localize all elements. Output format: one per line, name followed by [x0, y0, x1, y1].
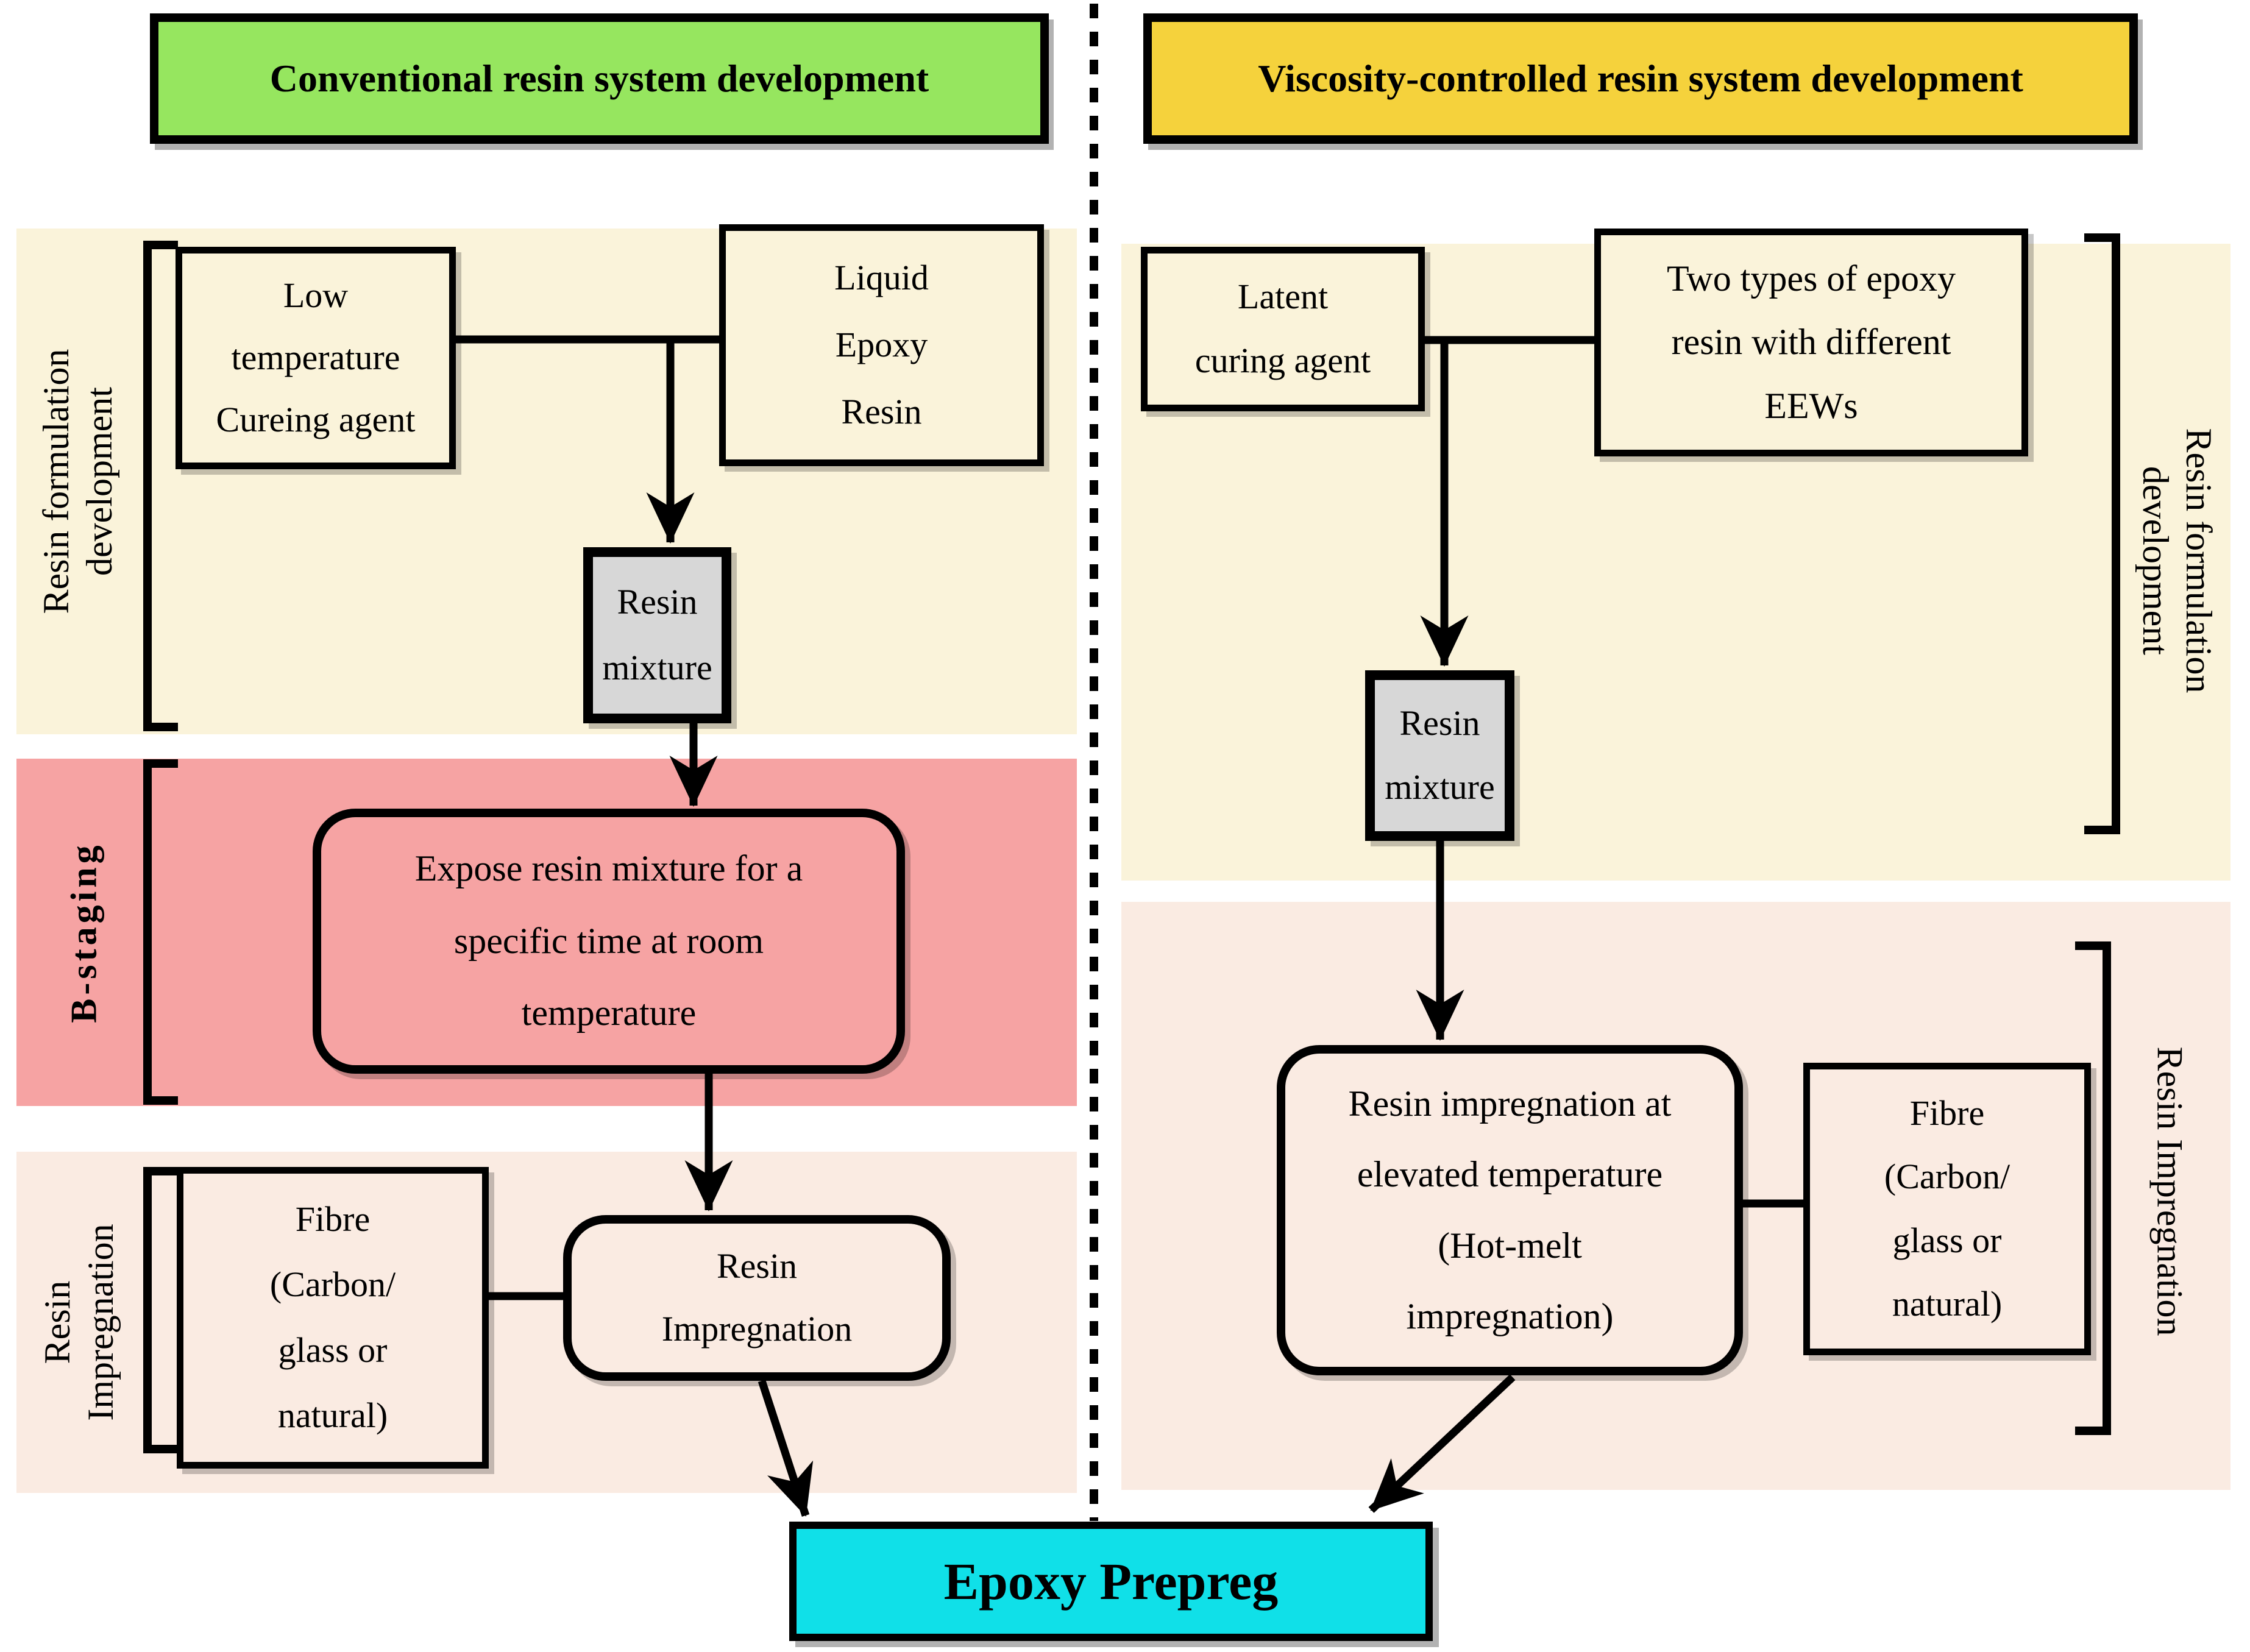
left-fibre-box: Fibre (Carbon/ glass or natural) — [177, 1167, 489, 1469]
left-formulation-label-line: development — [79, 387, 119, 576]
right-fibre-line: Fibre — [1909, 1093, 1985, 1133]
low-temp-line: temperature — [231, 338, 400, 378]
conventional-header: Conventional resin system development — [150, 13, 1049, 144]
right-formulation-label-line: development — [2135, 466, 2176, 655]
left-resin-impregnation-line: Impregnation — [661, 1309, 853, 1349]
left-resin-mixture-box: Resin mixture — [583, 547, 731, 723]
liquid-epoxy-line: Liquid — [834, 258, 929, 298]
eew-line: resin with different — [1671, 322, 1951, 363]
hot-melt-line: (Hot-melt — [1438, 1225, 1582, 1266]
hot-melt-line: Resin impregnation at — [1348, 1083, 1672, 1124]
liquid-epoxy-resin-box: Liquid Epoxy Resin — [719, 224, 1044, 466]
right-impregnation-label-line: Resin Impregnation — [2149, 1046, 2190, 1336]
left-bstaging-label: B-staging — [63, 842, 106, 1023]
right-fibre-box: Fibre (Carbon/ glass or natural) — [1803, 1063, 2091, 1355]
right-formulation-label-line: Resin formulation — [2178, 428, 2219, 693]
arrow-left-impregnation-to-prepreg — [758, 1379, 814, 1517]
left-resin-mixture-line: mixture — [602, 647, 712, 687]
expose-resin-mixture-box: Expose resin mixture for a specific time… — [313, 809, 905, 1074]
right-impregnation-label: Resin Impregnation — [2148, 1047, 2191, 1336]
left-impregnation-label-line: Impregnation — [80, 1224, 121, 1421]
right-resin-mixture-box: Resin mixture — [1365, 670, 1514, 841]
expose-line: temperature — [521, 993, 697, 1033]
left-resin-impregnation-line: Resin — [716, 1246, 798, 1286]
right-resin-mixture-line: mixture — [1385, 767, 1495, 807]
conventional-header-label: Conventional resin system development — [269, 57, 929, 100]
left-bstaging-label-line: B-staging — [63, 842, 104, 1023]
left-impregnation-bracket — [143, 1167, 178, 1453]
left-formulation-bracket — [143, 241, 178, 731]
expose-line: Expose resin mixture for a — [414, 848, 803, 889]
expose-line: specific time at room — [453, 920, 764, 961]
liquid-epoxy-line: Epoxy — [835, 325, 928, 365]
epoxy-prepreg-label: Epoxy Prepreg — [943, 1551, 1279, 1611]
arrow-hotmelt-to-prepreg — [1368, 1374, 1516, 1513]
viscosity-header-label: Viscosity-controlled resin system develo… — [1258, 57, 2023, 100]
right-fibre-line: glass or — [1892, 1220, 2002, 1260]
left-resin-impregnation-box: Resin Impregnation — [563, 1215, 951, 1381]
latent-line: Latent — [1237, 277, 1329, 317]
right-resin-mixture-line: Resin — [1399, 703, 1480, 743]
two-types-epoxy-box: Two types of epoxy resin with different … — [1594, 229, 2028, 456]
hot-melt-line: elevated temperature — [1357, 1154, 1663, 1195]
left-fibre-line: glass or — [278, 1330, 388, 1370]
low-temp-line: Cureing agent — [216, 400, 416, 439]
hot-melt-line: impregnation) — [1406, 1296, 1614, 1336]
left-impregnation-label-line: Resin — [37, 1280, 78, 1364]
latent-curing-agent-box: Latent curing agent — [1141, 247, 1425, 411]
epoxy-prepreg-box: Epoxy Prepreg — [789, 1522, 1433, 1641]
left-fibre-line: Fibre — [295, 1199, 371, 1239]
left-fibre-line: (Carbon/ — [269, 1264, 396, 1305]
left-bstaging-bracket — [143, 759, 178, 1105]
eew-line: Two types of epoxy — [1666, 258, 1956, 299]
right-fibre-line: natural) — [1892, 1284, 2003, 1324]
low-temp-curing-agent-box: Low temperature Cureing agent — [176, 247, 456, 469]
right-impregnation-bracket — [2075, 941, 2111, 1435]
hot-melt-impregnation-box: Resin impregnation at elevated temperatu… — [1277, 1045, 1743, 1375]
left-fibre-line: natural) — [277, 1395, 388, 1436]
left-resin-mixture-line: Resin — [617, 582, 698, 622]
low-temp-line: Low — [283, 275, 349, 316]
right-formulation-label: Resin formulation development — [2134, 428, 2220, 693]
liquid-epoxy-line: Resin — [841, 392, 922, 431]
eew-line: EEWs — [1764, 386, 1858, 427]
viscosity-header: Viscosity-controlled resin system develo… — [1143, 13, 2138, 144]
right-formulation-bracket — [2084, 233, 2120, 834]
left-formulation-label: Resin formulation development — [35, 349, 121, 614]
left-impregnation-label: Resin Impregnation — [36, 1224, 122, 1420]
right-fibre-line: (Carbon/ — [1884, 1157, 2010, 1197]
latent-line: curing agent — [1194, 340, 1371, 380]
left-formulation-label-line: Resin formulation — [36, 349, 77, 614]
